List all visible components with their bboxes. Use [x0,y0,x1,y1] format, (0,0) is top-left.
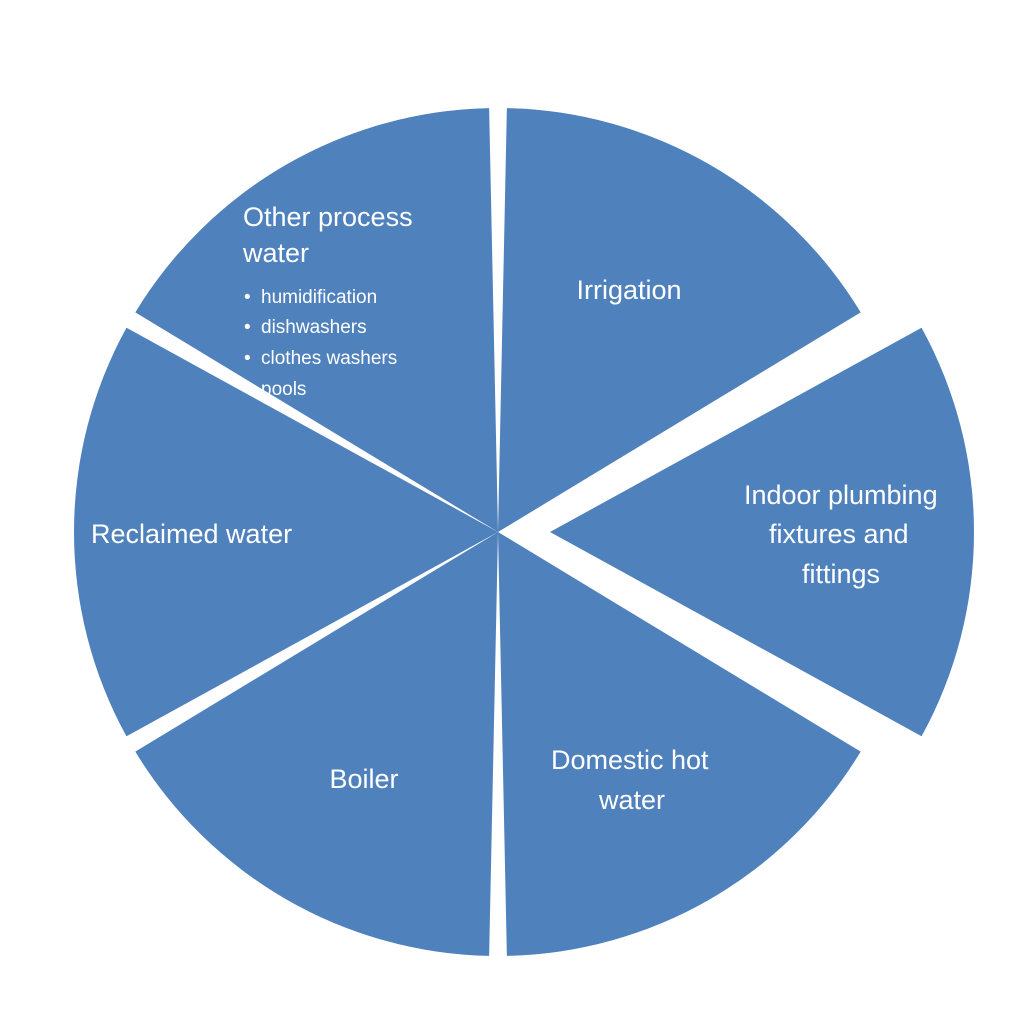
segment-title-line: Other process [243,202,413,232]
bullet-list: • humidification • dishwashers • clothes… [244,287,397,400]
segment-other-process-water-label: Other process water [242,202,417,268]
segment-irrigation: Irrigation [498,108,861,532]
segment-domestic-hot-water-label: Domestic hot water [551,745,713,815]
segment-indoor-plumbing-shape [550,327,974,737]
segment-reclaimed-water-label: Reclaimed water [91,519,292,549]
segment-title-line: fittings [802,559,880,589]
segment-boiler-shape [135,532,498,956]
bullet-item: humidification [261,287,377,308]
segment-title-line: Boiler [329,764,398,794]
segment-domestic-hot-water-shape [498,532,861,956]
segment-title-line: water [242,238,309,268]
segment-indoor-plumbing: Indoor plumbing fixtures and fittings [550,327,974,737]
segment-title-line: Indoor plumbing [744,480,938,510]
segment-title-line: Irrigation [576,275,681,305]
bullet-marker: • [244,348,251,369]
segment-reclaimed-water-shape [73,327,498,737]
bullet-marker: • [244,379,251,400]
bullet-item: pools [261,379,306,400]
bullet-marker: • [244,287,251,308]
segment-other-process-water: Other process water • humidification • d… [135,108,498,532]
segment-indoor-plumbing-label: Indoor plumbing fixtures and fittings [744,480,942,589]
bullet-item: dishwashers [261,317,367,338]
bullet-marker: • [244,317,251,338]
segment-irrigation-label: Irrigation [576,275,681,305]
segment-domestic-hot-water: Domestic hot water [498,532,861,956]
segment-boiler: Boiler [135,532,498,956]
segment-other-process-water-shape [135,108,498,532]
bullet-item: clothes washers [261,348,397,369]
segment-boiler-label: Boiler [329,764,398,794]
segment-title-line: Reclaimed water [91,519,292,549]
segment-title-line: Domestic hot [551,745,709,775]
segment-title-line: water [598,785,665,815]
segment-irrigation-shape [498,108,861,532]
segment-title-line: fixtures and [769,519,909,549]
segment-reclaimed-water: Reclaimed water [73,327,498,737]
